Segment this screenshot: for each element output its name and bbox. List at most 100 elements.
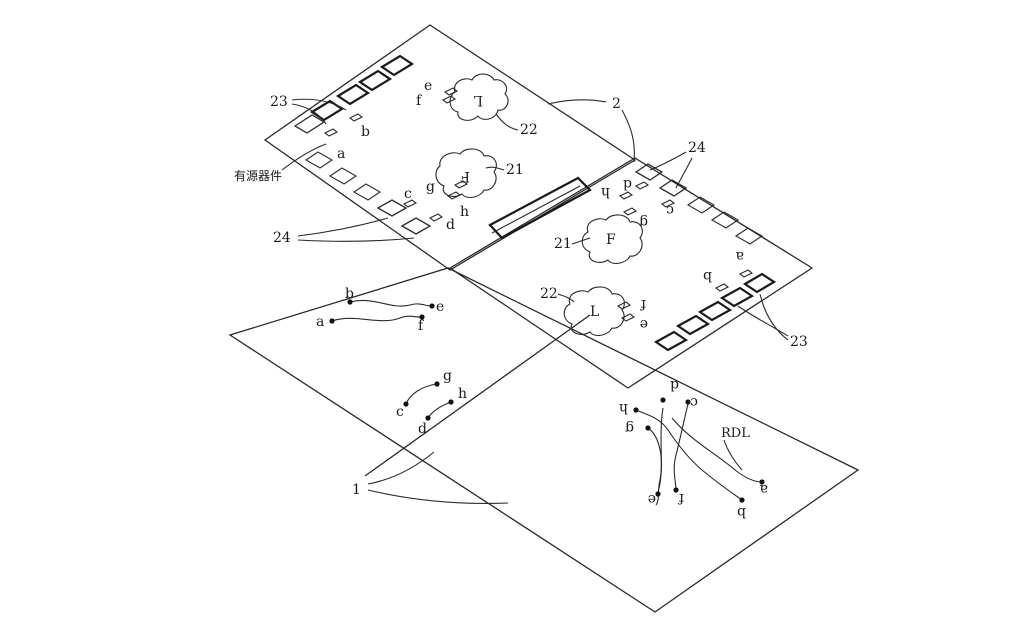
right-die-pin-c: c bbox=[666, 202, 674, 218]
right-die-pin-b: b bbox=[703, 268, 712, 284]
rdl-left-label-f: f bbox=[418, 318, 425, 334]
pad-a bbox=[329, 318, 335, 324]
pad-right-a bbox=[759, 479, 765, 485]
ref-numeral-24-left: 24 bbox=[273, 230, 291, 246]
ref-1-leader-lower bbox=[367, 489, 509, 504]
rdl-leader bbox=[723, 439, 743, 471]
ref-numeral-23-left: 23 bbox=[270, 94, 288, 110]
pad-box bbox=[335, 83, 371, 106]
pad-right-h bbox=[633, 407, 639, 413]
pad-e bbox=[429, 303, 435, 309]
ref-2-leader-lower bbox=[621, 109, 635, 163]
rdl-right-label-f: f bbox=[677, 490, 684, 506]
right-die-block-21 bbox=[581, 214, 643, 265]
ref-numeral-1: 1 bbox=[352, 482, 361, 498]
connector-right-a-b bbox=[714, 269, 754, 292]
ref-23-left-leader-2 bbox=[291, 98, 347, 111]
left-die-pin-a: a bbox=[337, 146, 345, 162]
rdl-left-label-e: e bbox=[436, 299, 444, 315]
rdl-right-label-e: e bbox=[648, 491, 656, 507]
left-die-block-label-22: L bbox=[474, 92, 483, 108]
rdl-left-label-g: g bbox=[443, 368, 452, 384]
pad-box bbox=[376, 199, 408, 217]
pad-b bbox=[347, 299, 353, 305]
pad-box bbox=[719, 286, 755, 308]
rdl-left-label-h: h bbox=[458, 386, 467, 402]
ref-24-right-leader-1 bbox=[649, 151, 687, 171]
pad-box bbox=[686, 196, 716, 214]
substrate-fold-line bbox=[364, 314, 591, 477]
connector-a-b bbox=[323, 113, 364, 137]
ref-numeral-24-right: 24 bbox=[688, 140, 706, 156]
pad-right-d bbox=[660, 397, 666, 403]
rdl-left-label-d: d bbox=[418, 421, 427, 437]
substrate-outline bbox=[228, 267, 860, 613]
rdl-right-label-d: d bbox=[670, 377, 679, 393]
rdl-left-label-c: c bbox=[396, 404, 404, 420]
rdl-left-label-a: a bbox=[316, 314, 324, 330]
rdl-right-label-c: c bbox=[690, 394, 698, 410]
trace-right-5 bbox=[671, 417, 763, 483]
ref-24-right-leader-2 bbox=[675, 157, 693, 189]
trace-a-f bbox=[331, 315, 423, 322]
left-die-block-label-21: F bbox=[460, 168, 470, 184]
ref-21-right-leader bbox=[571, 237, 591, 245]
pad-right-f bbox=[673, 487, 679, 493]
left-die-pin-f: f bbox=[416, 93, 423, 109]
ref-numeral-22-right: 22 bbox=[540, 286, 558, 302]
trace-d-h bbox=[427, 401, 452, 419]
right-die-block-label-21: F bbox=[606, 232, 616, 248]
left-die-block-22 bbox=[449, 73, 509, 121]
left-die-bottom-pads bbox=[304, 151, 432, 235]
ref-24-left-leader-2 bbox=[297, 237, 415, 242]
connector-right-g-h bbox=[618, 191, 638, 216]
trace-right-4 bbox=[673, 403, 689, 491]
ref-24-left-leader-1 bbox=[297, 217, 389, 237]
pad-box bbox=[697, 300, 733, 322]
ref-21-left-leader bbox=[485, 166, 505, 171]
pad-f bbox=[419, 314, 425, 320]
trace-rdl bbox=[635, 409, 743, 501]
left-die-pin-d: d bbox=[446, 217, 455, 233]
left-die-outline bbox=[263, 24, 637, 271]
trace-c-g bbox=[405, 383, 438, 405]
right-die-pin-h: h bbox=[601, 184, 610, 200]
left-die-pin-h: h bbox=[460, 204, 469, 220]
ref-numeral-2: 2 bbox=[612, 96, 621, 112]
ref-23-left-leader-1 bbox=[291, 103, 327, 125]
pad-box bbox=[328, 167, 358, 185]
pad-right-b bbox=[739, 497, 745, 503]
right-die-block-22 bbox=[563, 286, 625, 337]
left-die-pin-g: g bbox=[426, 179, 435, 195]
rdl-right-label-b: b bbox=[737, 504, 746, 520]
bridge-inner bbox=[491, 185, 581, 234]
pad-box bbox=[742, 272, 777, 294]
rdl-right-label-a: a bbox=[760, 481, 768, 497]
right-die-pin-a: a bbox=[736, 248, 744, 264]
pad-box bbox=[357, 69, 393, 92]
connector-g-h bbox=[446, 180, 469, 200]
trace-b-e bbox=[349, 299, 433, 307]
pad-d bbox=[425, 415, 431, 421]
ref-22-right-leader bbox=[557, 293, 575, 303]
ref-numeral-22-left: 22 bbox=[520, 122, 538, 138]
right-die-pin-d: d bbox=[623, 176, 632, 192]
ref-2-leader bbox=[547, 99, 607, 105]
connector-c-d bbox=[402, 199, 444, 222]
right-die-connectors bbox=[616, 181, 754, 322]
pad-g bbox=[434, 381, 440, 387]
left-die-block-21 bbox=[435, 148, 497, 199]
ref-22-left-leader bbox=[495, 113, 519, 131]
left-die-pin-e: e bbox=[424, 78, 432, 94]
ref-1-leader-upper bbox=[367, 451, 435, 485]
right-die-bottom-pads bbox=[653, 272, 777, 352]
pad-box bbox=[734, 227, 764, 245]
pad-h bbox=[448, 399, 454, 405]
pad-right-e bbox=[655, 491, 661, 497]
pad-box bbox=[400, 217, 432, 235]
rdl-right-label-h: h bbox=[619, 400, 628, 416]
left-die-pin-b: b bbox=[361, 124, 370, 140]
pad-box bbox=[634, 163, 664, 181]
pad-right-c bbox=[685, 399, 691, 405]
